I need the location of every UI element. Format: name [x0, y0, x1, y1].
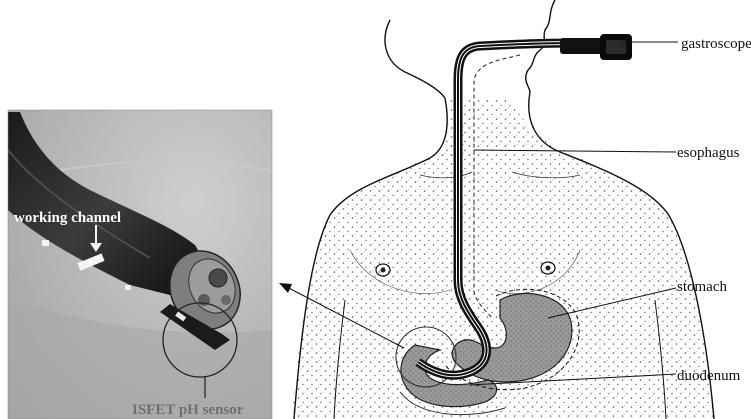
stomach-label: stomach [677, 279, 727, 295]
gastroscope-handle [560, 34, 632, 60]
inset-photo [8, 110, 272, 419]
arrow-head [279, 283, 292, 293]
working-channel-label: working channel [14, 210, 121, 226]
duodenum-label: duodenum [677, 368, 741, 384]
head-outline [385, 20, 445, 98]
gastroscope-label: gastroscope [681, 36, 751, 52]
esophagus-label: esophagus [677, 145, 740, 161]
isfet-sensor-label: ISFET pH sensor [132, 402, 244, 418]
